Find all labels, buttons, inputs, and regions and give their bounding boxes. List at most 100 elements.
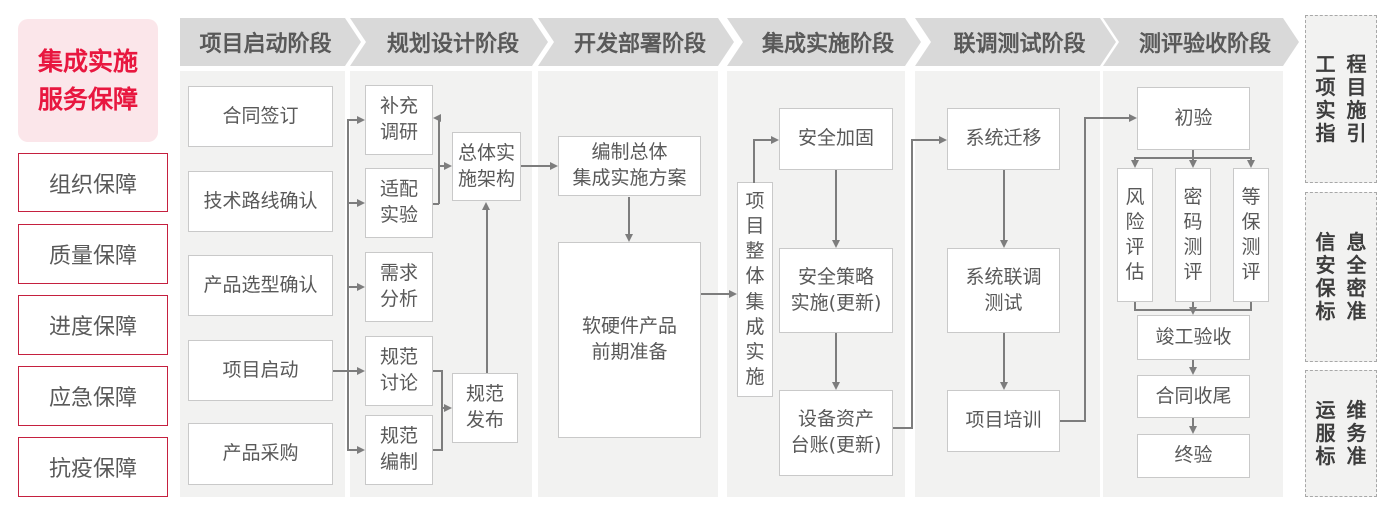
box-project-training: 项目培训: [947, 390, 1060, 452]
standard-line: 标准: [1315, 443, 1378, 468]
box-security-hardening: 安全加固: [779, 108, 893, 170]
standard-line: 项目: [1315, 75, 1378, 100]
connector-line: [1192, 302, 1194, 310]
sidebar-item-epidemic-guarantee: 抗疫保障: [18, 437, 168, 497]
connector-line: [438, 117, 440, 204]
connector-line: [1192, 360, 1194, 368]
connector-line: [835, 333, 837, 383]
phase-header-planning-design: 规划设计阶段: [350, 18, 548, 66]
box-hw-sw-preparation: 软硬件产品 前期准备: [558, 242, 701, 438]
arrowhead: [1247, 160, 1255, 168]
phase-header-eval-acceptance: 测评验收阶段: [1103, 18, 1299, 66]
standard-engineering-project-guide: 工程 项目 实施 指引: [1305, 15, 1377, 183]
phase-header-joint-testing: 联调测试阶段: [915, 18, 1116, 66]
arrowhead: [625, 234, 633, 242]
box-spec-discussion: 规范 讨论: [365, 336, 433, 406]
standard-line: 运维: [1315, 398, 1378, 423]
connector-line: [433, 370, 443, 372]
connector-line: [1134, 157, 1252, 159]
arrowhead: [729, 290, 737, 298]
arrowhead: [1189, 307, 1197, 315]
connector-line: [1003, 170, 1005, 241]
connector-line: [628, 197, 630, 235]
arrowhead: [939, 136, 947, 144]
connector-line: [433, 449, 443, 451]
connector-line: [441, 370, 443, 451]
arrowhead: [1000, 240, 1008, 248]
connector-line: [893, 427, 913, 429]
box-spec-compilation: 规范 编制: [365, 415, 433, 485]
arrowhead: [550, 162, 558, 170]
box-supplement-research: 补充 调研: [365, 85, 433, 155]
connector-line: [1250, 302, 1252, 310]
box-asset-ledger-update: 设备资产 台账(更新): [779, 390, 893, 476]
connector-line: [1060, 420, 1086, 422]
arrowhead: [357, 446, 365, 454]
standard-info-security-confidentiality: 信息 安全 保密 标准: [1305, 192, 1377, 362]
standard-line: 安全: [1315, 253, 1378, 278]
box-completion-acceptance: 竣工验收: [1137, 315, 1250, 360]
arrowhead: [1000, 382, 1008, 390]
standard-line: 信息: [1315, 230, 1378, 255]
box-security-policy-impl: 安全策略 实施(更新): [779, 248, 893, 333]
arrowhead: [771, 136, 779, 144]
arrowhead: [1189, 160, 1197, 168]
sidebar-item-organization-guarantee: 组织保障: [18, 153, 168, 212]
sidebar-item-schedule-guarantee: 进度保障: [18, 295, 168, 355]
box-overall-architecture: 总体实 施架构: [452, 132, 521, 201]
arrowhead: [482, 202, 490, 210]
connector-line: [347, 119, 349, 451]
connector-line: [1192, 418, 1194, 427]
connector-line: [1134, 302, 1136, 310]
box-contract-signing: 合同签订: [188, 86, 333, 147]
connector-line: [348, 286, 358, 288]
connector-line: [348, 449, 358, 451]
arrowhead: [444, 162, 452, 170]
arrowhead: [357, 367, 365, 375]
standard-line: 服务: [1315, 421, 1378, 446]
connector-line: [348, 119, 358, 121]
connector-line: [1003, 333, 1005, 383]
connector-line: [1084, 117, 1130, 119]
standard-line: 指引: [1315, 120, 1378, 145]
arrowhead: [444, 404, 452, 412]
connector-line: [333, 370, 349, 372]
connector-line: [521, 165, 550, 167]
connector-line: [441, 407, 445, 409]
sidebar-item-emergency-guarantee: 应急保障: [18, 366, 168, 426]
arrowhead: [1129, 114, 1137, 122]
connector-line: [1192, 158, 1194, 161]
connector-line: [753, 139, 772, 141]
connector-line: [433, 203, 439, 205]
arrowhead: [433, 114, 441, 122]
connector-line: [701, 293, 730, 295]
box-password-evaluation: 密 码 测 评: [1175, 168, 1211, 302]
arrowhead: [1189, 426, 1197, 434]
connector-line: [1134, 158, 1136, 161]
box-risk-assessment: 风 险 评 估: [1117, 168, 1153, 302]
box-contract-closing: 合同收尾: [1137, 375, 1250, 418]
box-requirement-analysis: 需求 分析: [365, 252, 433, 322]
box-overall-integration: 项 目 整 体 集 成 实 施: [737, 182, 773, 397]
arrowhead: [1131, 160, 1139, 168]
box-spec-release: 规范 发布: [452, 373, 518, 443]
arrowhead: [832, 382, 840, 390]
sidebar-title-badge: 集成实施 服务保障: [18, 19, 158, 142]
standard-line: 保密: [1315, 276, 1378, 300]
connector-line: [486, 210, 488, 373]
standard-om-service: 运维 服务 标准: [1305, 370, 1377, 497]
arrowhead: [357, 199, 365, 207]
box-mlps-evaluation: 等 保 测 评: [1233, 168, 1269, 302]
connector-line: [911, 140, 913, 428]
box-joint-debug-test: 系统联调 测试: [947, 248, 1060, 333]
connector-line: [911, 139, 940, 141]
phase-header-integration-impl: 集成实施阶段: [727, 18, 921, 66]
box-project-kickoff: 项目启动: [188, 340, 333, 401]
arrowhead: [357, 283, 365, 291]
box-system-migration: 系统迁移: [947, 108, 1060, 170]
connector-line: [348, 202, 358, 204]
box-product-selection-confirm: 产品选型确认: [188, 255, 333, 316]
arrowhead: [1189, 367, 1197, 375]
box-initial-acceptance: 初验: [1137, 87, 1250, 150]
